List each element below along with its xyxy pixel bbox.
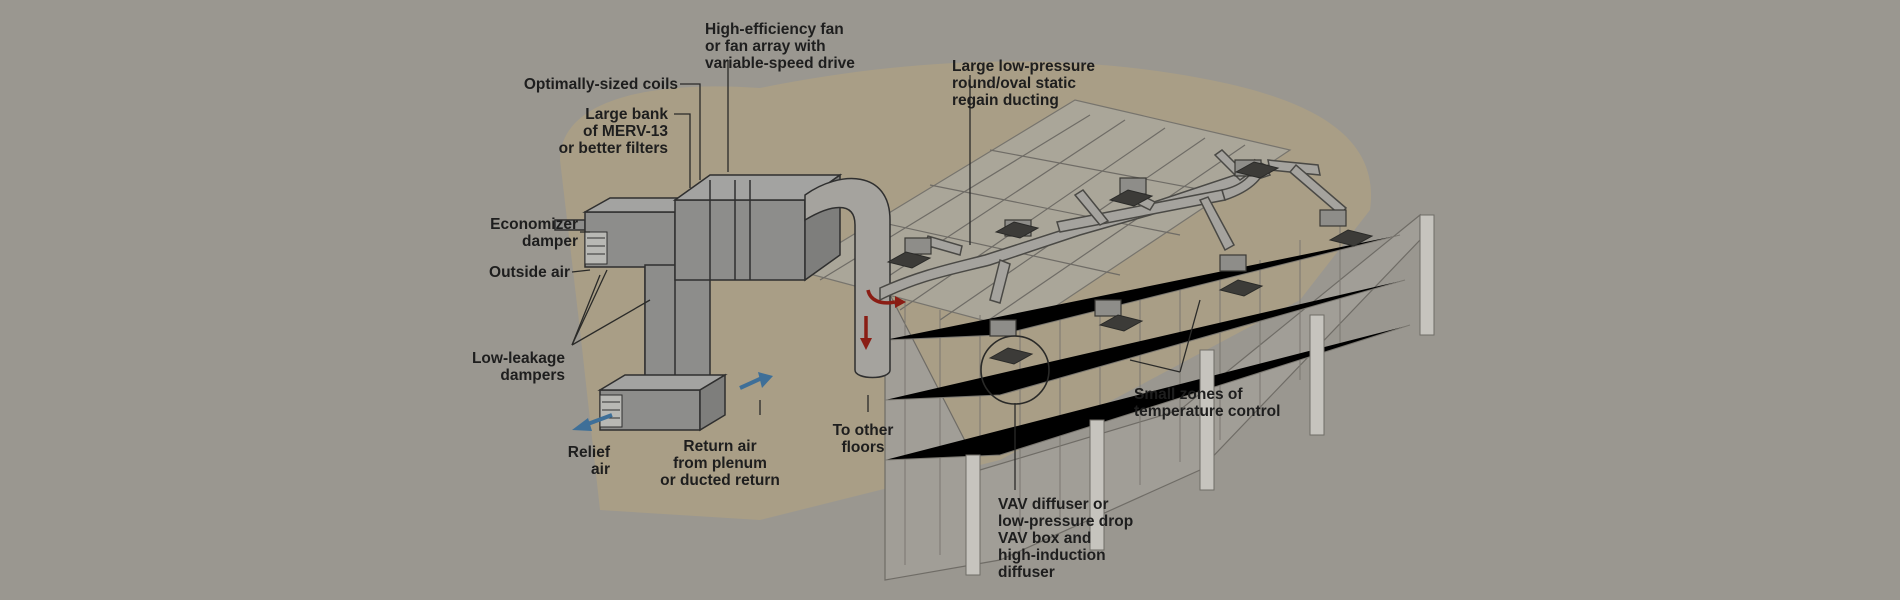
economizer-label: Economizer damper — [490, 216, 578, 250]
ducting-label: Large low-pressure round/oval static reg… — [952, 58, 1095, 109]
coils-label: Optimally-sized coils — [523, 76, 678, 93]
return-air-arrow — [739, 372, 773, 390]
fan-label: High-efficiency fan or fan array with va… — [705, 21, 855, 72]
relief-air-label: Relief air — [567, 444, 610, 478]
filters-label: Large bank of MERV-13 or better filters — [558, 106, 668, 157]
supply-airflow-arrowheads — [860, 296, 906, 350]
riser-duct — [804, 177, 891, 379]
supply-airflow-arrows — [864, 289, 896, 340]
vav-label: VAV diffuser or low-pressure drop VAV bo… — [998, 496, 1134, 581]
outside-air-label: Outside air — [489, 264, 570, 281]
facade-columns — [965, 214, 1435, 576]
small-zones-label: Small zones of temperature control — [1134, 386, 1281, 420]
leader-lines — [571, 60, 1201, 490]
dampers-label: Low-leakage dampers — [471, 350, 565, 384]
relief-air-arrow — [572, 413, 613, 431]
to-other-floors-label: To other floors — [832, 422, 894, 456]
diffusers — [886, 161, 1374, 365]
air-handling-unit — [554, 173, 843, 432]
facade-grid — [884, 225, 1411, 565]
return-air-label: Return air from plenum or ducted return — [660, 438, 780, 489]
